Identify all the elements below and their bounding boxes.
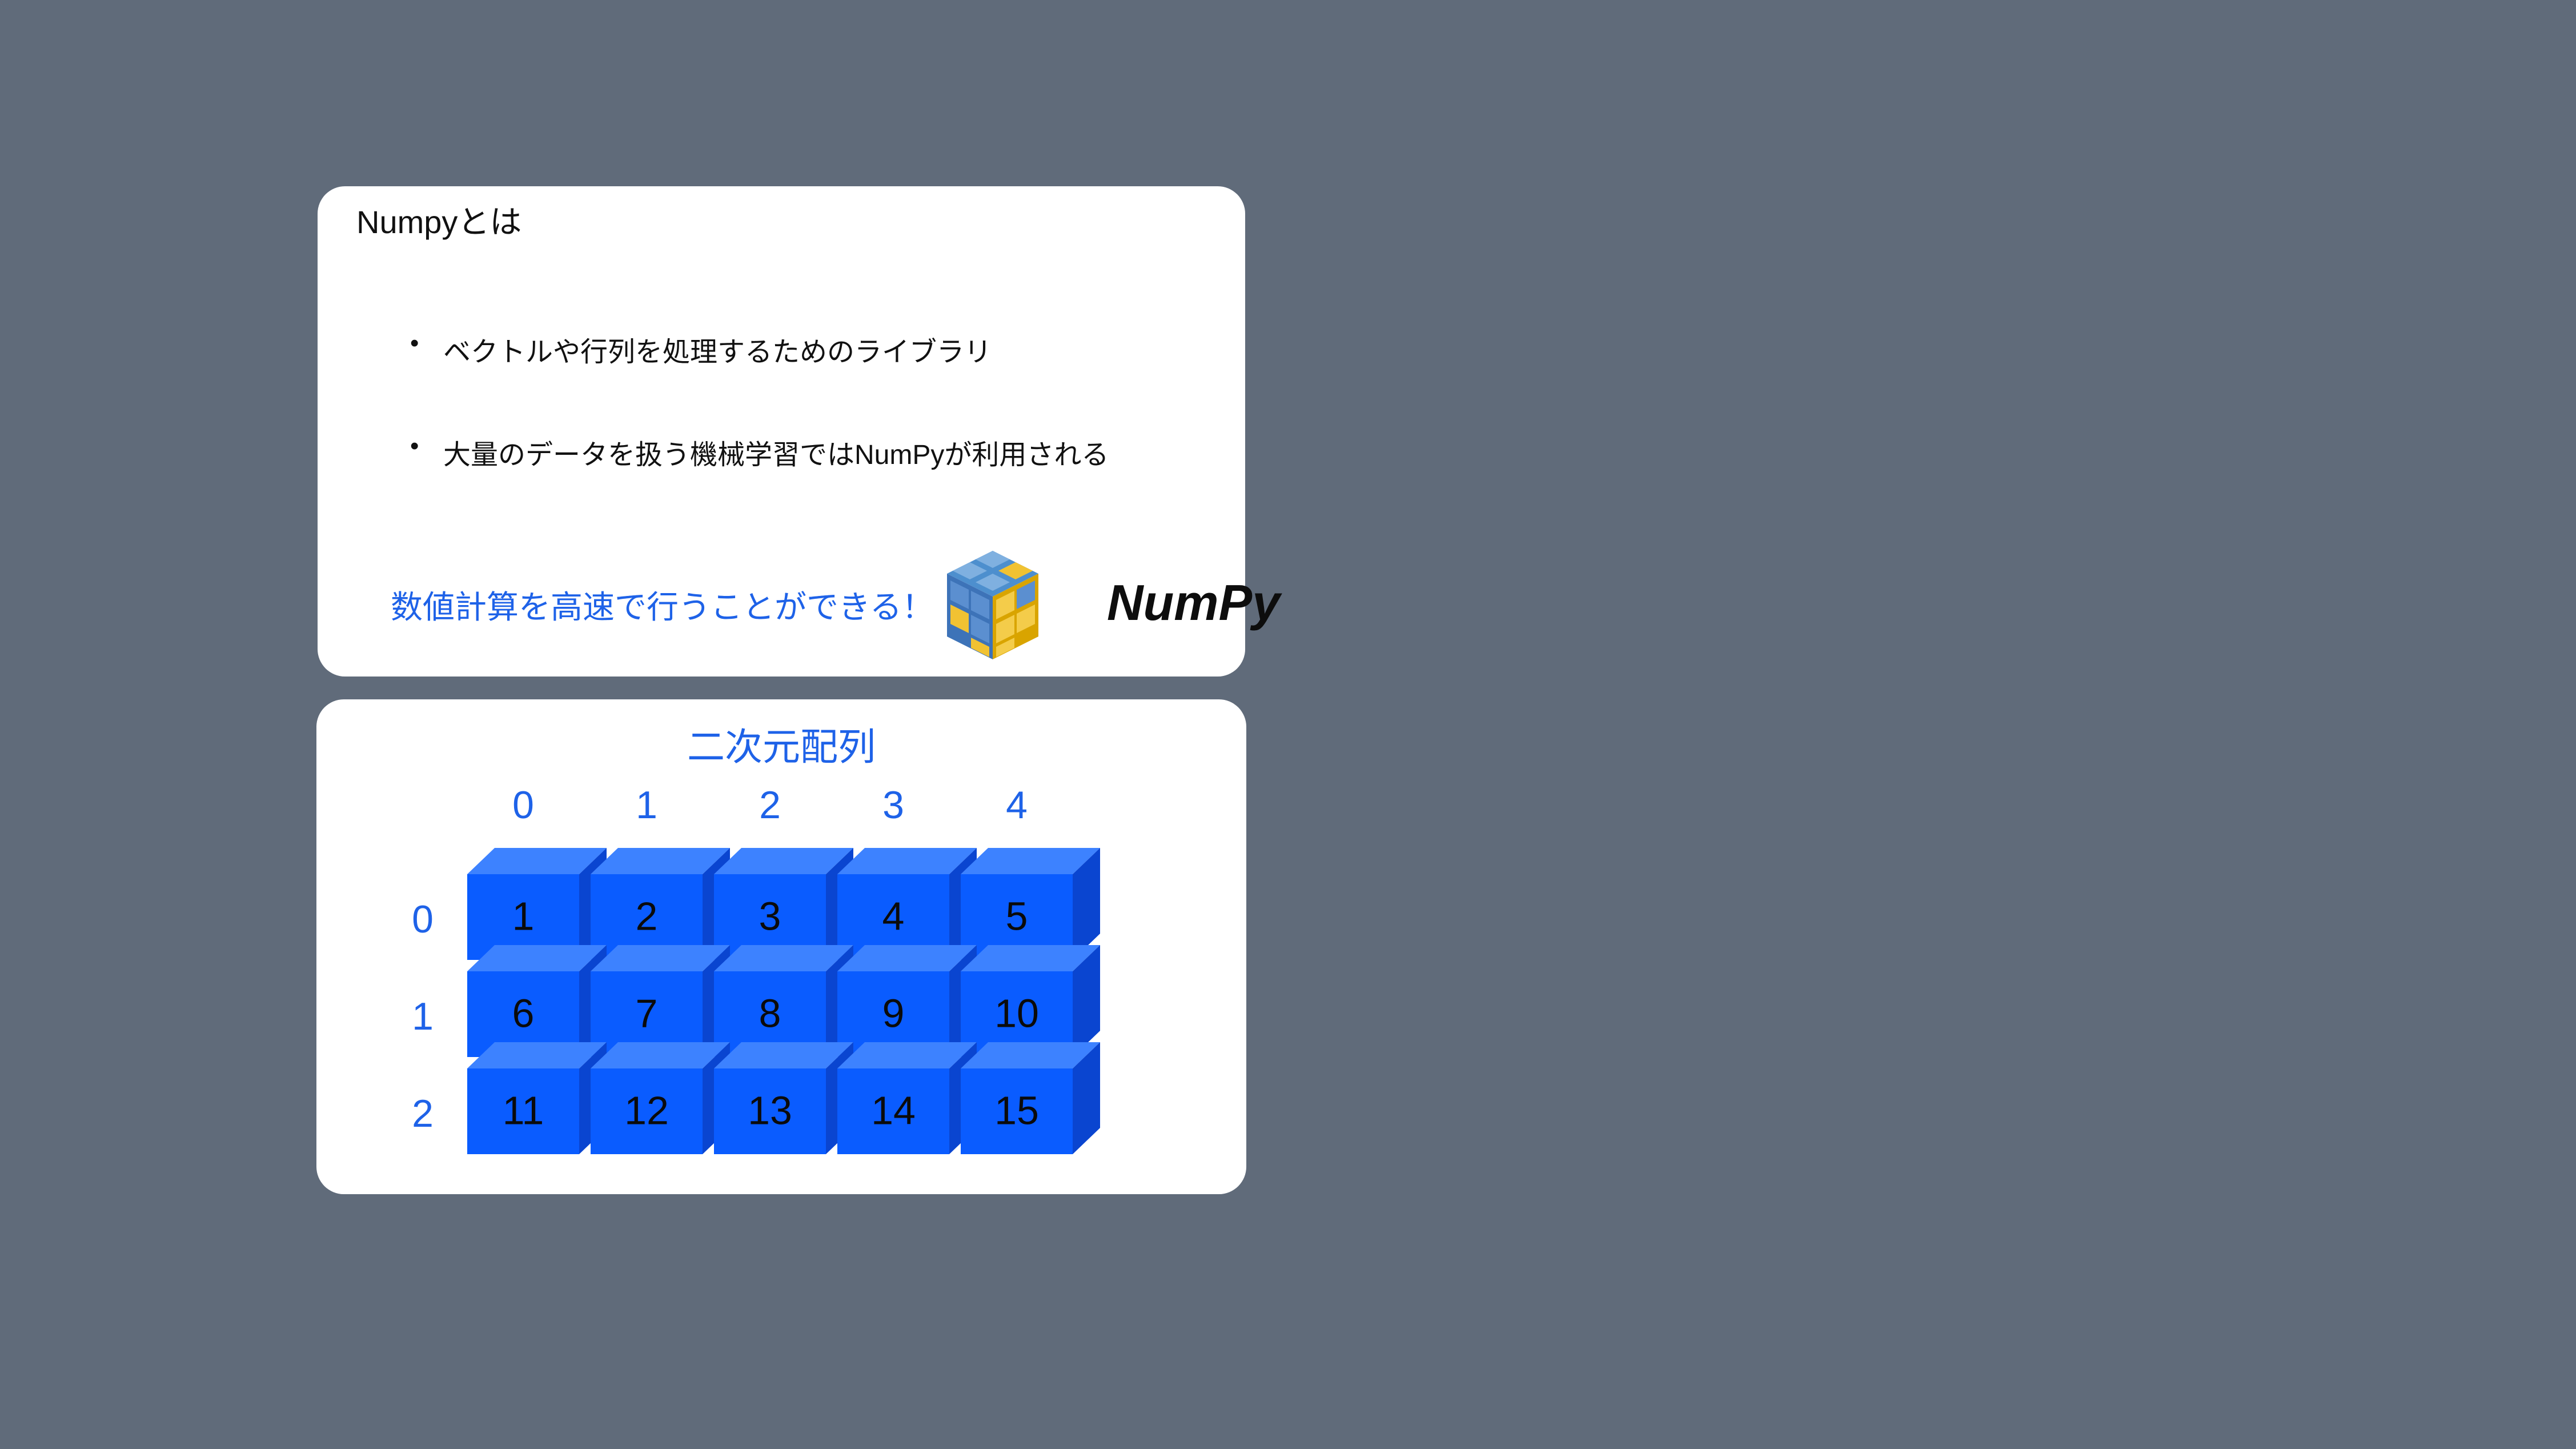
column-index: 0: [512, 783, 534, 827]
cell-value: 9: [882, 991, 905, 1035]
row-index: 2: [412, 1092, 434, 1135]
cell-side: [1073, 945, 1100, 1057]
cell-front: [714, 874, 826, 960]
cell-top: [714, 945, 853, 971]
cell-top: [961, 1042, 1100, 1068]
cell-front: [837, 874, 949, 960]
row-index: 1: [412, 995, 434, 1038]
bullet-text: ベクトルや行列を処理するためのライブラリ: [443, 337, 992, 367]
cell-front: [714, 971, 826, 1057]
cell-value: 5: [1006, 894, 1028, 938]
cell-top: [467, 848, 607, 874]
cell-top: [837, 1042, 977, 1068]
cell-front: [714, 1068, 826, 1154]
cell-value: 2: [636, 894, 658, 938]
cell-top: [837, 848, 977, 874]
cell-value: 14: [871, 1088, 916, 1132]
cell-side: [1073, 1042, 1100, 1154]
column-index: 2: [759, 783, 781, 827]
cell-top: [467, 945, 607, 971]
cell-top: [714, 1042, 853, 1068]
diagram-title: 二次元配列: [687, 726, 876, 768]
numpy-intro-card: Numpyとは • ベクトルや行列を処理するためのライブラリ • 大量のデータを…: [318, 186, 1280, 677]
column-index: 4: [1006, 783, 1028, 827]
cell-value: 6: [512, 991, 535, 1035]
cell-value: 10: [994, 991, 1039, 1035]
cell-value: 4: [882, 894, 905, 938]
cell-front: [961, 874, 1073, 960]
cell-front: [591, 971, 703, 1057]
numpy-cube-icon: [947, 551, 1038, 659]
bullet-text: 大量のデータを扱う機械学習ではNumPyが利用される: [443, 440, 1109, 470]
cell-front: [467, 971, 579, 1057]
cell-value: 3: [759, 894, 781, 938]
cell-front: [961, 1068, 1073, 1154]
cell-value: 15: [994, 1088, 1039, 1132]
tagline: 数値計算を高速で行うことができる！: [391, 589, 934, 625]
cell-top: [714, 848, 853, 874]
cell-top: [591, 1042, 730, 1068]
cell-front: [837, 1068, 949, 1154]
cell-value: 7: [636, 991, 658, 1035]
bullet-list: • ベクトルや行列を処理するためのライブラリ • 大量のデータを扱う機械学習では…: [410, 329, 1109, 535]
cell-value: 11: [503, 1088, 544, 1132]
cell-front: [591, 874, 703, 960]
row-index: 0: [412, 898, 434, 941]
cell-front: [467, 1068, 579, 1154]
numpy-logo-text: NumPy: [1107, 574, 1281, 631]
cell-side: [1073, 848, 1100, 960]
column-index: 1: [636, 783, 657, 827]
cell-top: [837, 945, 977, 971]
bullet-item: • ベクトルや行列を処理するためのライブラリ: [410, 329, 1109, 432]
card-title: Numpyとは: [356, 204, 522, 240]
cell-value: 12: [624, 1088, 669, 1132]
cell-front: [591, 1068, 703, 1154]
cell-top: [591, 945, 730, 971]
cell-front: [467, 874, 579, 960]
bullet-dot: •: [410, 432, 419, 460]
cell-top: [961, 945, 1100, 971]
cell-value: 1: [512, 894, 535, 938]
cell-front: [837, 971, 949, 1057]
cell-top: [961, 848, 1100, 874]
column-index: 3: [882, 783, 904, 827]
cell-top: [591, 848, 730, 874]
cell-value: 8: [759, 991, 781, 1035]
numpy-logo: NumPy: [936, 545, 1280, 665]
bullet-dot: •: [410, 329, 419, 357]
bullet-item: • 大量のデータを扱う機械学習ではNumPyが利用される: [410, 432, 1109, 535]
cell-front: [961, 971, 1073, 1057]
cell-value: 13: [748, 1088, 792, 1132]
cell-top: [467, 1042, 607, 1068]
